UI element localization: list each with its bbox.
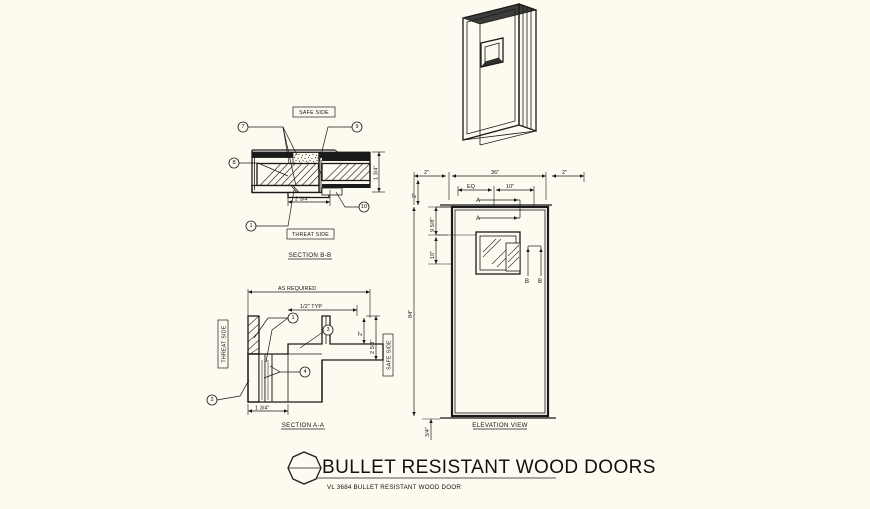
- section-mark-a-top: A: [476, 198, 480, 204]
- wood-hatch-right: [324, 163, 371, 181]
- section-aa-view: AS REQUIRED 1/2" TYP THREAT SIDE SAFE SI…: [206, 286, 394, 430]
- section-mark-b-right: B: [538, 279, 542, 285]
- threat-side-label-box-bb: [286, 228, 335, 240]
- dim-bb-width: 2 3/4": [295, 197, 310, 203]
- section-bb-view: SAFE SIDE: [228, 106, 385, 260]
- safe-side-label-box: [292, 106, 336, 118]
- dim-elev-10in-vert: 10": [430, 251, 436, 259]
- balloon-1-aa-label: 1: [291, 315, 294, 321]
- dim-bb-thickness: 1 3/4": [374, 165, 380, 180]
- balloon-9-label: 9: [355, 124, 358, 130]
- dim-elev-eq: EQ: [467, 184, 475, 190]
- balloon-3-aa-label: 3: [326, 327, 329, 333]
- dim-aa-2in: 2": [358, 331, 364, 336]
- dim-elev-10in-top: 10": [506, 184, 514, 190]
- dim-aa-2-5-8: 2 5/8": [370, 339, 376, 354]
- section-mark-b-left: B: [525, 279, 529, 285]
- dim-elev-84in: 84": [408, 310, 414, 318]
- balloon-10-label: 10: [361, 204, 367, 210]
- wood-hatch-stile: [261, 360, 269, 400]
- door-isometric-view: [461, 3, 538, 146]
- section-aa-title: SECTION A-A: [282, 422, 325, 429]
- section-mark-a-bottom: A: [476, 216, 480, 222]
- dim-elev-left-2in: 2": [424, 170, 429, 176]
- title-block: BULLET RESISTANT WOOD DOORS VL 3684 BULL…: [287, 451, 656, 491]
- dim-aa-as-required: AS REQUIRED: [278, 286, 316, 292]
- balloon-2-aa-label: 2: [210, 397, 213, 403]
- balloon-3-aa: [322, 324, 334, 336]
- ballistic-core-stipple: [293, 153, 319, 164]
- dim-elev-9-5-8: 9 5/8": [430, 217, 436, 232]
- section-aa-safe-side-label: SAFE SIDE: [387, 340, 393, 370]
- dim-aa-1-3-4: 1 3/4": [255, 406, 270, 412]
- octagon-logo-icon: [287, 451, 322, 485]
- balloon-1-bb-label: 1: [249, 223, 252, 229]
- section-aa-threat-side-label: THREAT SIDE: [222, 325, 228, 362]
- section-bb-threat-side-label: THREAT SIDE: [292, 232, 329, 238]
- section-bb-title: SECTION B-B: [289, 252, 332, 259]
- dim-aa-half-typ: 1/2" TYP: [300, 304, 322, 310]
- balloon-4-aa-label: 4: [303, 369, 306, 375]
- elevation-view-title: ELEVATION VIEW: [472, 422, 528, 429]
- drawing-subtitle: VL 3684 BULLET RESISTANT WOOD DOOR: [327, 484, 461, 491]
- dim-elev-2in-vert: 2": [412, 193, 418, 198]
- dim-elev-36in: 36": [491, 170, 499, 176]
- drawing-title: BULLET RESISTANT WOOD DOORS: [322, 457, 656, 478]
- balloon-7-label: 7: [241, 124, 244, 130]
- dim-elev-3-4: 3/4": [425, 427, 431, 437]
- balloon-8-label: 8: [232, 160, 235, 166]
- elevation-view: 2" 36" 2" EQ 10" 2" 9 5/8": [408, 170, 585, 440]
- threat-side-label-box-aa: [217, 319, 229, 369]
- section-bb-safe-side-label: SAFE SIDE: [299, 110, 329, 116]
- dim-elev-right-2in: 2": [562, 170, 567, 176]
